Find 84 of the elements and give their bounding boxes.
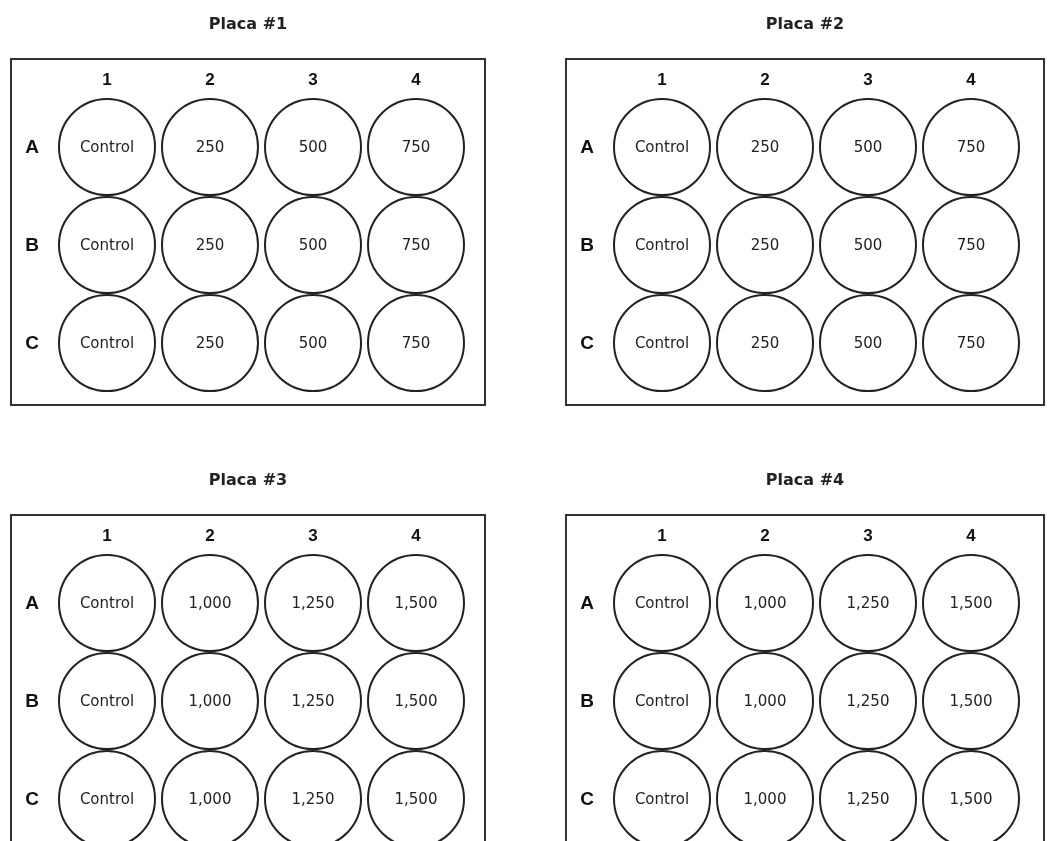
well-label: 1,500 (949, 790, 993, 808)
row-label: C (25, 332, 39, 354)
well-label: 500 (853, 138, 883, 156)
well-label: 750 (401, 334, 431, 352)
well-plate (10, 58, 486, 406)
well-label: Control (79, 334, 135, 352)
column-label: 3 (308, 526, 318, 546)
well-label: 500 (298, 236, 328, 254)
row-label: A (580, 592, 594, 614)
row-label: B (25, 690, 39, 712)
row-label: A (580, 136, 594, 158)
well-plate (10, 514, 486, 841)
well-label: Control (79, 138, 135, 156)
column-label: 4 (966, 526, 976, 546)
column-label: 2 (205, 526, 215, 546)
well-label: 500 (298, 138, 328, 156)
well-plate (565, 514, 1045, 841)
plate-title: Placa #1 (207, 14, 289, 33)
well-plate (565, 58, 1045, 406)
well-label: Control (634, 334, 690, 352)
well-label: 750 (401, 236, 431, 254)
well-label: 1,500 (949, 692, 993, 710)
well-label: 750 (956, 334, 986, 352)
plate-title: Placa #4 (764, 470, 846, 489)
plate-title: Placa #3 (207, 470, 289, 489)
well-label: 1,500 (394, 594, 438, 612)
well-label: Control (634, 790, 690, 808)
column-label: 4 (411, 526, 421, 546)
well-label: 1,000 (188, 790, 232, 808)
well-label: 1,500 (394, 790, 438, 808)
well-label: 1,000 (743, 594, 787, 612)
well-label: 1,250 (846, 692, 890, 710)
well-label: 1,250 (291, 692, 335, 710)
well-label: 250 (195, 138, 225, 156)
well-label: Control (634, 138, 690, 156)
well-label: Control (634, 594, 690, 612)
well-label: 500 (853, 334, 883, 352)
row-label: B (580, 234, 594, 256)
well-label: 1,250 (846, 790, 890, 808)
well-label: 1,000 (188, 692, 232, 710)
well-label: 250 (750, 236, 780, 254)
well-label: 1,250 (291, 790, 335, 808)
row-label: C (580, 332, 594, 354)
well-label: 750 (956, 236, 986, 254)
column-label: 3 (308, 70, 318, 90)
column-label: 2 (760, 526, 770, 546)
well-label: Control (79, 692, 135, 710)
well-label: 500 (298, 334, 328, 352)
well-label: Control (634, 692, 690, 710)
well-label: 250 (750, 334, 780, 352)
column-label: 3 (863, 526, 873, 546)
well-label: 1,250 (846, 594, 890, 612)
column-label: 1 (102, 526, 112, 546)
column-label: 1 (102, 70, 112, 90)
well-label: 1,000 (188, 594, 232, 612)
well-label: 1,000 (743, 692, 787, 710)
row-label: A (25, 136, 39, 158)
column-label: 2 (760, 70, 770, 90)
well-label: Control (79, 236, 135, 254)
column-label: 4 (411, 70, 421, 90)
well-label: 750 (401, 138, 431, 156)
plate-title: Placa #2 (764, 14, 846, 33)
well-label: Control (634, 236, 690, 254)
well-label: 250 (195, 334, 225, 352)
row-label: A (25, 592, 39, 614)
column-label: 1 (657, 70, 667, 90)
column-label: 2 (205, 70, 215, 90)
well-label: 500 (853, 236, 883, 254)
well-label: 1,500 (394, 692, 438, 710)
column-label: 3 (863, 70, 873, 90)
well-label: Control (79, 594, 135, 612)
well-label: 1,500 (949, 594, 993, 612)
well-label: 250 (195, 236, 225, 254)
well-label: 750 (956, 138, 986, 156)
well-label: 1,000 (743, 790, 787, 808)
row-label: B (580, 690, 594, 712)
row-label: C (25, 788, 39, 810)
column-label: 1 (657, 526, 667, 546)
well-label: Control (79, 790, 135, 808)
column-label: 4 (966, 70, 976, 90)
well-label: 1,250 (291, 594, 335, 612)
well-label: 250 (750, 138, 780, 156)
row-label: B (25, 234, 39, 256)
row-label: C (580, 788, 594, 810)
